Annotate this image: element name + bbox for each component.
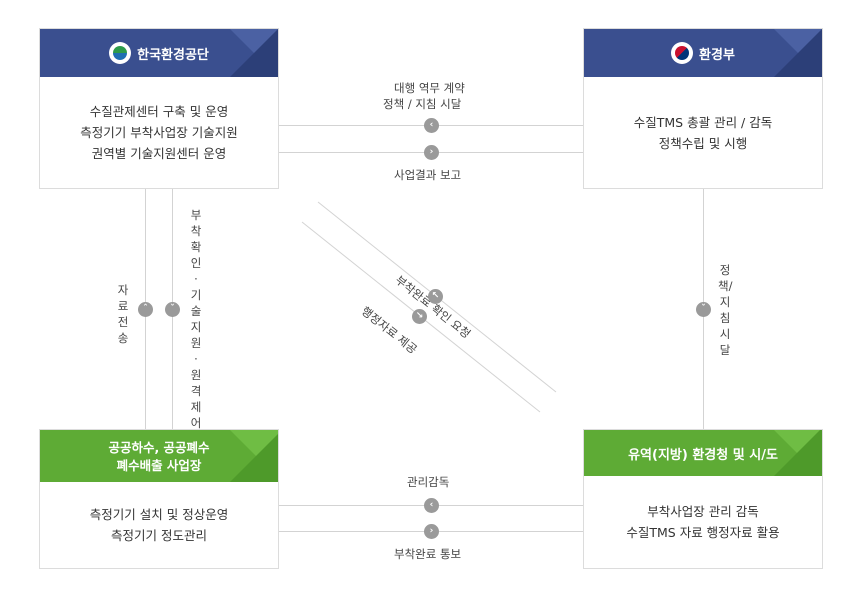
diagonal-up-arrow-icon: ↖ bbox=[428, 289, 443, 304]
moe-line-1: 수질TMS 총괄 관리 / 감독 bbox=[633, 114, 773, 130]
chevron-left-icon: ‹ bbox=[424, 118, 439, 133]
facility-line-2: 측정기기 정도관리 bbox=[111, 528, 207, 543]
chevron-left-icon: ‹ bbox=[424, 498, 439, 513]
edge-bottom-label-2: 부착완료 통보 bbox=[394, 547, 462, 561]
moe-line-2: 정책수립 및 시행 bbox=[658, 135, 748, 151]
keco-header: 한국환경공단 bbox=[40, 29, 278, 77]
regional-line-2: 수질TMS 자료 행정자료 활용 bbox=[626, 525, 780, 540]
chevron-down-icon: ˇ bbox=[165, 302, 180, 317]
facility-title-2: 폐수배출 사업장 bbox=[116, 457, 202, 473]
moe-title: 환경부 bbox=[699, 47, 735, 63]
regional-title: 유역(지방) 환경청 및 시/도 bbox=[628, 447, 778, 463]
moe-box: 환경부 수질TMS 총괄 관리 / 감독 정책수립 및 시행 bbox=[583, 28, 823, 189]
moe-taegeuk-logo-icon bbox=[671, 42, 694, 64]
regional-body: 부착사업장 관리 감독 수질TMS 자료 행정자료 활용 bbox=[584, 476, 822, 568]
facility-header: 공공하수, 공공폐수 폐수배출 사업장 bbox=[40, 430, 278, 482]
facility-title-1: 공공하수, 공공폐수 bbox=[108, 439, 210, 455]
moe-body: 수질TMS 총괄 관리 / 감독 정책수립 및 시행 bbox=[584, 77, 822, 188]
edge-top-label-1: 대행 역무 계약 bbox=[394, 81, 465, 95]
facility-body: 측정기기 설치 및 정상운영 측정기기 정도관리 bbox=[40, 482, 278, 568]
regional-line-1: 부착사업장 관리 감독 bbox=[647, 504, 759, 519]
facility-line-1: 측정기기 설치 및 정상운영 bbox=[89, 507, 229, 522]
keco-box: 한국환경공단 수질관제센터 구축 및 운영 측정기기 부착사업장 기술지원 권역… bbox=[39, 28, 279, 189]
keco-body: 수질관제센터 구축 및 운영 측정기기 부착사업장 기술지원 권역별 기술지원센… bbox=[40, 77, 278, 188]
facility-box: 공공하수, 공공폐수 폐수배출 사업장 측정기기 설치 및 정상운영 측정기기 … bbox=[39, 429, 279, 569]
keco-line-2: 측정기기 부착사업장 기술지원 bbox=[80, 125, 238, 140]
keco-logo-icon bbox=[109, 42, 132, 64]
regional-box: 유역(지방) 환경청 및 시/도 부착사업장 관리 감독 수질TMS 자료 행정… bbox=[583, 429, 823, 569]
keco-line-3: 권역별 기술지원센터 운영 bbox=[91, 146, 227, 161]
chevron-right-icon: › bbox=[424, 145, 439, 160]
chevron-up-icon: ˆ bbox=[138, 302, 153, 317]
edge-top-label-3: 사업결과 보고 bbox=[394, 168, 462, 182]
edge-left-up-label: 자료전송 bbox=[117, 283, 129, 345]
keco-title: 한국환경공단 bbox=[137, 47, 209, 63]
chevron-right-icon: › bbox=[424, 524, 439, 539]
regional-header: 유역(지방) 환경청 및 시/도 bbox=[584, 430, 822, 476]
edge-bottom-label-1: 관리감독 bbox=[407, 475, 450, 489]
edge-top-label-2: 정책 / 지침 시달 bbox=[383, 97, 462, 111]
keco-line-1: 수질관제센터 구축 및 운영 bbox=[89, 104, 229, 119]
chevron-down-icon: ˇ bbox=[696, 302, 711, 317]
diagonal-down-arrow-icon: ↘ bbox=[412, 309, 427, 324]
edge-right-down-label: 정책/지침 시달 bbox=[718, 263, 733, 357]
moe-header: 환경부 bbox=[584, 29, 822, 77]
edge-left-down-label: 부착확인·기술지원·원격제어 bbox=[190, 208, 202, 430]
